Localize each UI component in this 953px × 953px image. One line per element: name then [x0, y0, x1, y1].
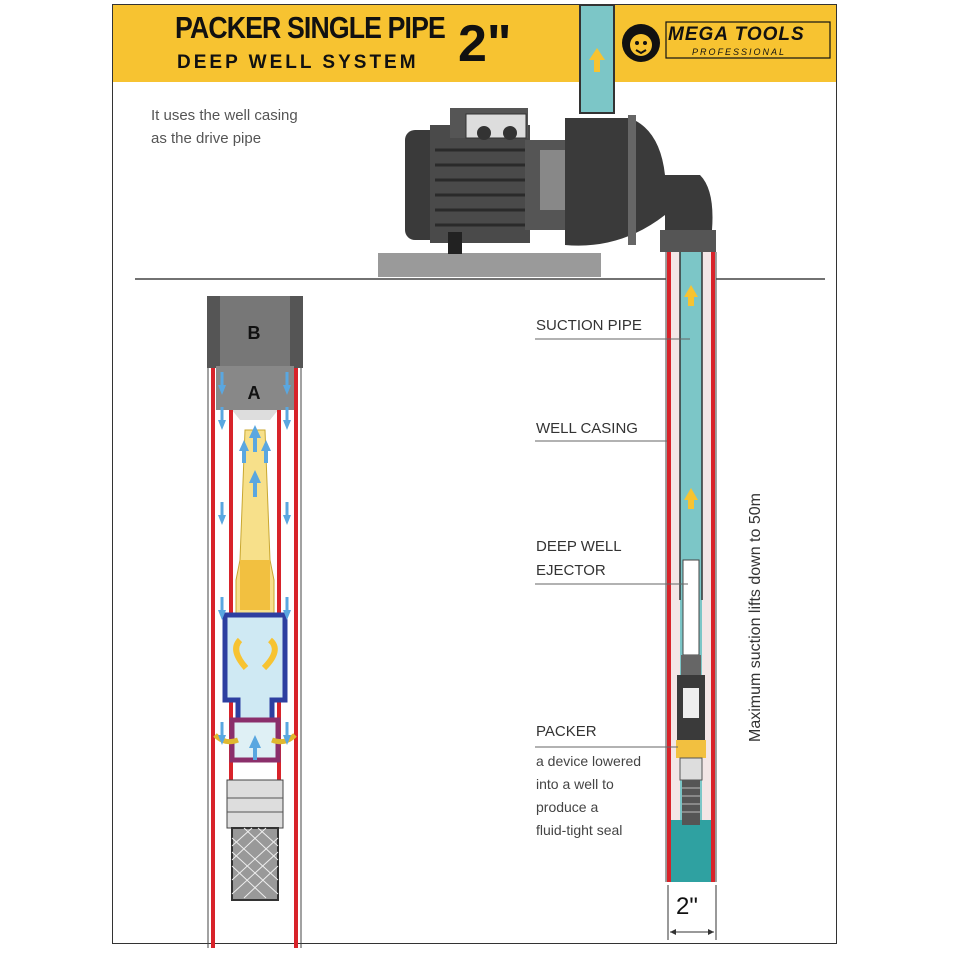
pump-motor	[378, 108, 716, 277]
detail-label-b: B	[248, 323, 261, 343]
suction-pipe-label: SUCTION PIPE	[536, 317, 642, 334]
max-suction-note: Maximum suction lifts down to 50m	[747, 493, 764, 742]
detail-label-a: A	[248, 383, 261, 403]
header-banner	[113, 5, 836, 82]
header-title: PACKER SINGLE PIPE	[175, 10, 446, 45]
note-line-2: as the drive pipe	[151, 130, 262, 147]
logo-box	[665, 21, 831, 59]
packer-desc-line-2: into a well to	[536, 776, 614, 792]
pipe-size-dimension	[667, 885, 717, 940]
header-size: 2"	[458, 15, 512, 73]
discharge-pipe	[579, 4, 615, 114]
lion-logo-icon	[622, 24, 660, 62]
note-line-1: It uses the well casing	[151, 107, 298, 124]
ejector-label-line-2: EJECTOR	[536, 562, 606, 579]
packer-desc-line-3: produce a	[536, 799, 599, 815]
ejector-label-line-1: DEEP WELL	[536, 538, 622, 555]
packer-desc-line-4: fluid-tight seal	[536, 822, 623, 838]
ejector-detail	[207, 296, 303, 948]
pipe-size-label: 2"	[676, 893, 698, 920]
well-casing-label: WELL CASING	[536, 420, 638, 437]
well-casing	[665, 252, 717, 882]
brand-logo-text: MEGA TOOLS	[668, 24, 805, 45]
header-subtitle: DEEP WELL SYSTEM	[177, 52, 419, 73]
packer-label: PACKER	[536, 723, 597, 740]
leader-lines	[535, 338, 690, 748]
packer-desc-line-1: a device lowered	[536, 753, 642, 769]
brand-logo-subtext: PROFESSIONAL	[692, 47, 787, 57]
